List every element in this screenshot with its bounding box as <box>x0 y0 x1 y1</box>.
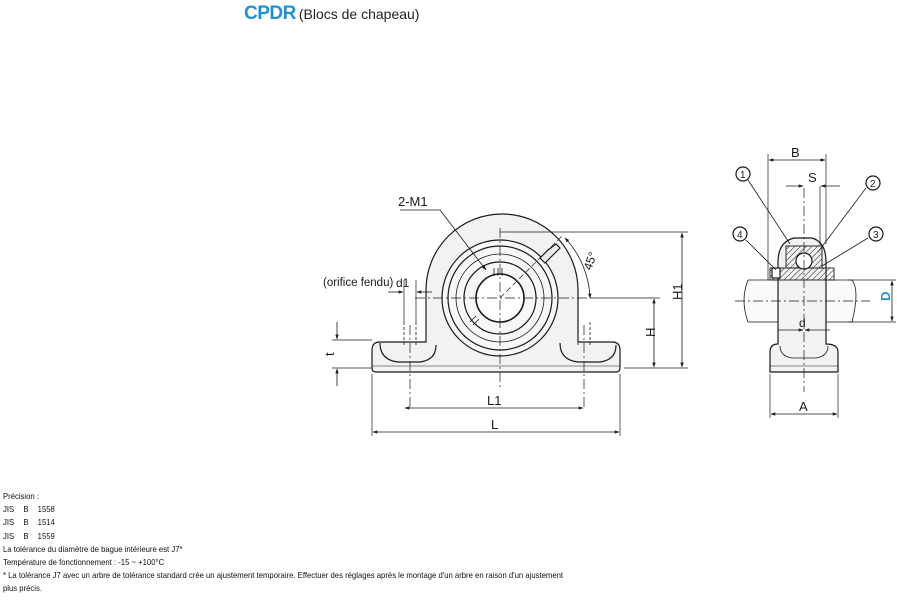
right-foot-slot <box>559 342 617 363</box>
footnote-line-2: plus précis. <box>3 583 42 594</box>
callout-circle-1 <box>735 166 751 182</box>
callout-circle-4 <box>732 226 748 242</box>
label-split-hole: (orifice fendu) <box>323 277 393 289</box>
front-view-labels: 2-M1 (orifice fendu) d1 t L1 L H H1 45° <box>322 194 685 432</box>
label-l1: L1 <box>487 393 501 408</box>
temperature-note: Température de fonctionnement : -15 ~ +1… <box>3 557 165 568</box>
left-foot-slot <box>379 342 437 363</box>
callout-4: 4 <box>737 230 743 241</box>
label-2-m1: 2-M1 <box>398 194 428 209</box>
label-s: S <box>808 170 817 185</box>
product-subtitle: (Blocs de chapeau) <box>298 6 420 22</box>
label-h: H <box>643 328 658 337</box>
precision-label: Précision : <box>3 491 39 501</box>
side-view-labels: B S A d D 1 2 3 4 <box>737 145 893 414</box>
tolerance-note: La tolérance du diamètre de bague intéri… <box>3 543 183 554</box>
thread-leader <box>400 209 487 271</box>
callout-2: 2 <box>870 179 876 190</box>
footnote-line-1: * La tolérance J7 avec un arbre de tolér… <box>3 570 564 581</box>
label-t: t <box>322 352 337 356</box>
callout-1: 1 <box>740 170 746 181</box>
product-code: CPDR <box>244 3 296 24</box>
label-b: B <box>791 145 800 160</box>
technical-drawing: 2-M1 (orifice fendu) d1 t L1 L H H1 45° <box>322 145 896 436</box>
label-45-deg: 45° <box>581 250 600 272</box>
side-view <box>732 154 896 418</box>
label-a: A <box>799 399 808 414</box>
callout-circle-3 <box>868 226 884 242</box>
front-view <box>332 209 688 436</box>
label-d: d <box>799 316 806 330</box>
label-l: L <box>491 417 498 432</box>
callout-circle-2 <box>865 175 881 191</box>
page-title: CPDR(Blocs de chapeau) <box>244 3 419 25</box>
callout-3: 3 <box>873 230 879 241</box>
label-h1: H1 <box>670 283 685 300</box>
label-d1: d1 <box>396 276 410 290</box>
label-D: D <box>878 292 893 301</box>
